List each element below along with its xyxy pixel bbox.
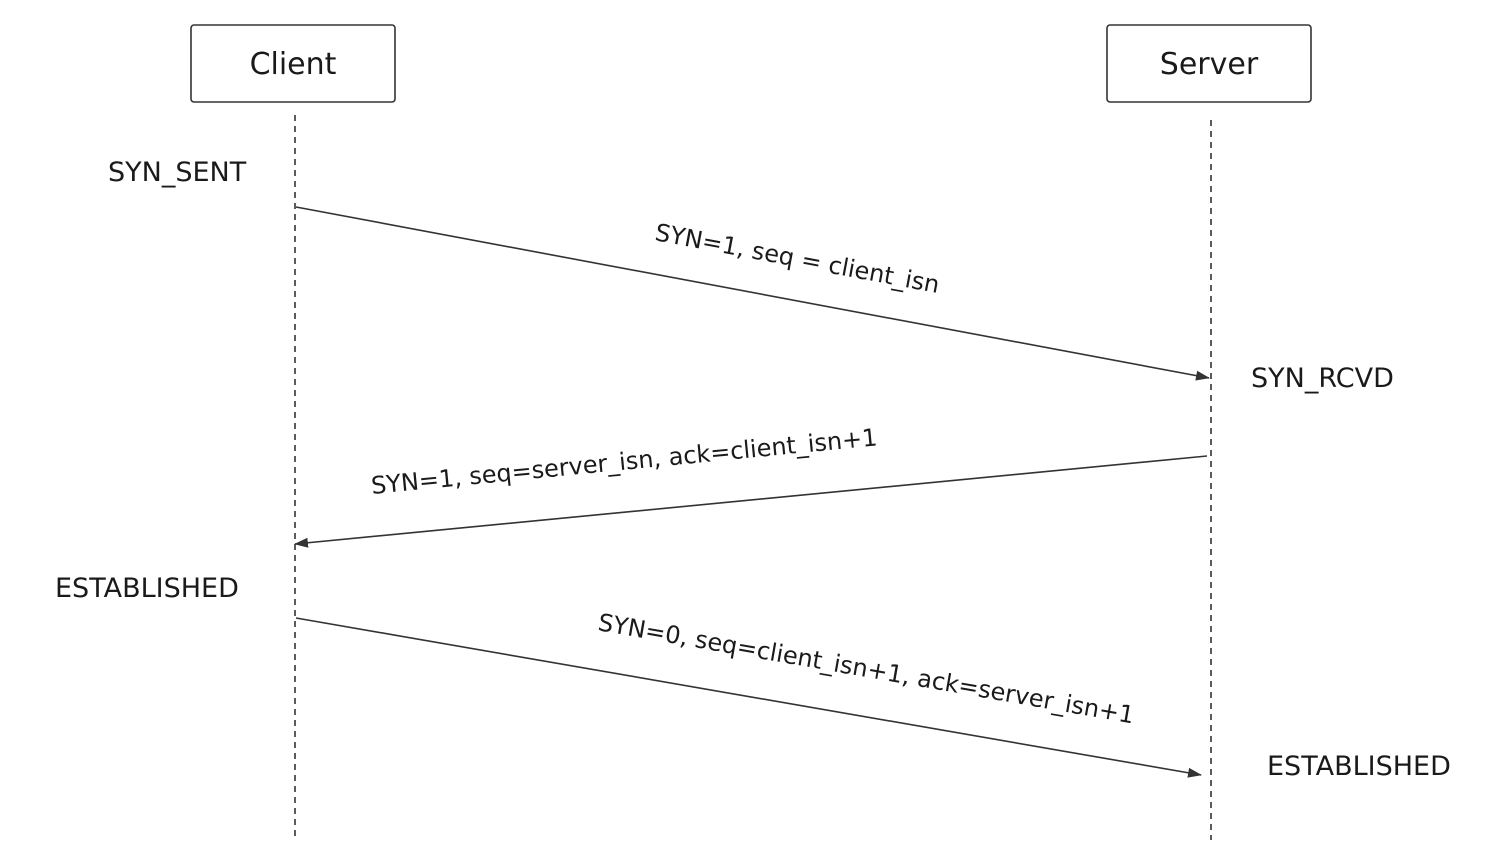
message-syn-ack-arrow	[294, 455, 1208, 548]
message-ack: SYN=0, seq=client_isn+1, ack=server_isn+…	[295, 608, 1202, 778]
message-syn-label: SYN=1, seq = client_isn	[653, 218, 942, 299]
client-actor: Client	[190, 24, 396, 103]
client-actor-label: Client	[250, 47, 337, 82]
server-state-syn-rcvd: SYN_RCVD	[1251, 363, 1394, 394]
message-ack-label: SYN=0, seq=client_isn+1, ack=server_isn+…	[596, 608, 1136, 729]
server-actor: Server	[1106, 24, 1312, 103]
message-ack-arrow	[295, 617, 1202, 778]
client-state-established: ESTABLISHED	[55, 573, 239, 604]
client-actor-box	[190, 24, 396, 103]
message-syn-ack: SYN=1, seq=server_isn, ack=client_isn+1	[294, 423, 1208, 548]
message-syn: SYN=1, seq = client_isn	[295, 206, 1210, 381]
client-state-syn-sent: SYN_SENT	[108, 157, 247, 188]
message-syn-arrow	[295, 206, 1210, 381]
server-state-established: ESTABLISHED	[1267, 751, 1451, 782]
server-actor-box	[1106, 24, 1312, 103]
message-syn-ack-label: SYN=1, seq=server_isn, ack=client_isn+1	[370, 423, 879, 500]
server-actor-label: Server	[1160, 47, 1259, 82]
